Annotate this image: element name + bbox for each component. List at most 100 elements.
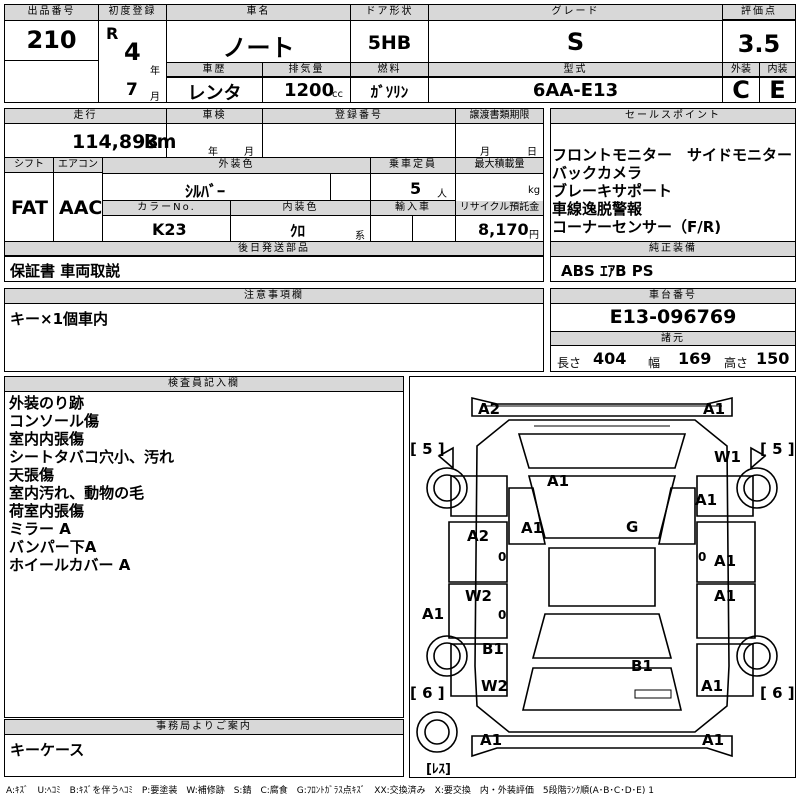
registration-month: 7 — [126, 80, 138, 100]
month-unit: 月 — [150, 92, 160, 103]
fuel-label: 燃料 — [351, 63, 428, 77]
era: R — [106, 24, 119, 43]
damage-mark: B1 — [482, 640, 504, 658]
first-registration-label: 初度登録 — [99, 5, 166, 21]
length: 404 — [593, 349, 627, 368]
inspection-label: 車検 — [167, 109, 262, 124]
damage-mark: A1 — [714, 552, 737, 570]
sales-point-list: フロントモニター サイドモニター バックカメラ ブレーキサポート 車線逸脱警報 … — [552, 146, 792, 236]
door-type: 5HB — [367, 32, 412, 54]
max-load-unit: kg — [528, 185, 541, 196]
sales-point-item: フロントモニター サイドモニター — [552, 146, 793, 164]
transfer-month-unit: 月 — [480, 147, 490, 158]
tire-tread-rear-right: [ 6 ] — [760, 684, 795, 702]
equipment: ABS ｴｱB PS — [561, 262, 654, 280]
tire-tread-front-left: [ 5 ] — [410, 440, 445, 458]
spare-tire-status: [ﾚｽ] — [426, 762, 451, 777]
inspection-year-unit: 年 — [208, 147, 218, 158]
color-number-label: カラーNo. — [103, 201, 230, 216]
overall-score: 3.5 — [737, 30, 781, 58]
lot-number-label: 出品番号 — [5, 5, 98, 21]
shift: FAT — [11, 197, 48, 219]
history: レンタ — [187, 83, 242, 104]
sales-point-block — [550, 108, 796, 256]
capacity-unit: 人 — [437, 189, 447, 200]
import-label: 輸入車 — [371, 201, 455, 216]
length-label: 長さ — [557, 356, 582, 370]
later-parts: 保証書 車両取説 — [10, 262, 121, 280]
inspection-month-unit: 月 — [244, 147, 254, 158]
exterior-color-label: 外装色 — [103, 158, 370, 174]
office-note: キーケース — [10, 741, 85, 759]
inspector-note: 天張傷 — [9, 466, 55, 484]
damage-mark: A1 — [702, 731, 725, 749]
damage-mark: A1 — [480, 731, 503, 749]
damage-legend: A:ｷｽﾞ U:ﾍｺﾐ B:ｷｽﾞを伴うﾍｺﾐ P:要塗装 W:補修跡 S:錆 … — [6, 786, 654, 796]
inspector-note: 室内汚れ、動物の毛 — [9, 484, 145, 502]
score-label: 評価点 — [723, 5, 795, 20]
notes: キー×1個車内 — [10, 310, 109, 328]
inspector-block — [4, 376, 404, 718]
grade-label: グレード — [429, 5, 722, 21]
max-load-label: 最大積載量 — [456, 158, 543, 174]
height: 150 — [756, 349, 790, 368]
damage-mark: W2 — [481, 677, 508, 695]
registration-year: 4 — [124, 38, 141, 66]
inspector-note: 室内内張傷 — [9, 430, 85, 448]
interior-score: E — [769, 76, 786, 104]
tire-tread-front-right: [ 5 ] — [760, 440, 795, 458]
aircon: AAC — [59, 197, 103, 219]
damage-mark: 0 — [498, 608, 507, 622]
damage-mark: A2 — [478, 400, 501, 418]
grade: S — [566, 28, 585, 56]
color-number: K23 — [152, 220, 187, 239]
sales-point-item: バックカメラ — [552, 164, 643, 182]
recycle-deposit-label: リサイクル預託金 — [456, 201, 543, 216]
history-label: 車歴 — [167, 63, 262, 77]
damage-mark: W1 — [714, 448, 741, 466]
damage-mark: G — [626, 518, 639, 536]
inspector-label: 検査員記入欄 — [5, 377, 403, 392]
sales-point-label: セールスポイント — [551, 109, 795, 124]
exterior-score-label: 外装 — [723, 63, 759, 77]
specs-label: 諸元 — [551, 332, 795, 346]
fuel: ｶﾞｿﾘﾝ — [370, 83, 409, 101]
sales-point-item: ブレーキサポート — [552, 182, 673, 200]
damage-mark: A1 — [547, 472, 570, 490]
transfer-day-unit: 日 — [527, 147, 537, 158]
damage-mark: A1 — [695, 491, 718, 509]
recycle-deposit: 8,170 — [478, 220, 529, 239]
lot-number: 210 — [26, 26, 77, 54]
car-name-label: 車名 — [167, 5, 350, 21]
transfer-deadline-label: 譲渡書類期限 — [456, 109, 543, 124]
exterior-color: ｼﾙﾊﾞｰ — [185, 182, 226, 201]
interior-color: ｸﾛ — [290, 222, 306, 240]
notes-label: 注意事項欄 — [5, 289, 543, 304]
displacement: 1200 — [284, 80, 335, 101]
year-unit: 年 — [150, 66, 160, 77]
damage-mark: W2 — [465, 587, 492, 605]
registration-number-label: 登録番号 — [263, 109, 455, 124]
displacement-label: 排気量 — [263, 63, 350, 77]
interior-color-unit: 系 — [355, 231, 365, 242]
tire-tread-rear-left: [ 6 ] — [410, 684, 445, 702]
sales-point-item: コーナーセンサー（F/R) — [552, 218, 722, 236]
width-label: 幅 — [648, 356, 661, 370]
damage-mark: A1 — [714, 587, 737, 605]
sales-point-item: 車線逸脱警報 — [552, 200, 643, 218]
recycle-deposit-unit: 円 — [529, 230, 539, 241]
model-code-label: 型式 — [429, 63, 722, 77]
exterior-score: C — [732, 76, 750, 104]
damage-mark: A1 — [701, 677, 724, 695]
inspector-note: 外装のり跡 — [9, 394, 85, 412]
damage-mark: 0 — [498, 550, 507, 564]
model-code: 6AA-E13 — [532, 80, 619, 101]
office-label: 事務局よりご案内 — [5, 720, 403, 735]
car-diagram-block — [409, 376, 796, 778]
interior-color-label: 内装色 — [231, 201, 370, 216]
interior-score-label: 内装 — [760, 63, 795, 77]
width: 169 — [678, 349, 712, 368]
inspector-note: ミラー A — [9, 520, 71, 538]
capacity-label: 乗車定員 — [371, 158, 455, 174]
damage-mark: 0 — [698, 550, 707, 564]
